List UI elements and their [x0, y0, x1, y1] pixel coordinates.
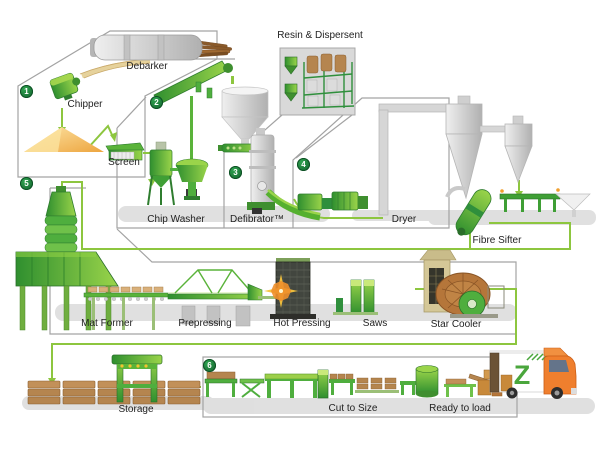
- chip-pile: [24, 127, 104, 152]
- hot-pressing-machine: [264, 258, 316, 319]
- resin-hoppers-icon: [284, 56, 298, 102]
- label-star-cooler: Star Cooler: [430, 319, 482, 330]
- label-chip-washer: Chip Washer: [147, 214, 205, 225]
- label-ready-to-load: Ready to load: [429, 403, 491, 414]
- step-badge-3: 3: [229, 166, 242, 179]
- label-fibre-sifter: Fibre Sifter: [472, 235, 522, 246]
- label-screen: Screen: [108, 157, 140, 168]
- blending-machine: [331, 191, 368, 211]
- defibrator-machine: [218, 86, 334, 221]
- step-badge-6: 6: [203, 359, 216, 372]
- label-debarker: Debarker: [126, 61, 168, 72]
- storage-stacks: [27, 354, 201, 405]
- saws-machine: [333, 279, 378, 315]
- chip-washer-machine: [147, 141, 209, 206]
- cut-to-size-equipment: [204, 369, 416, 399]
- label-mat-former: Mat Former: [81, 318, 133, 329]
- mat-former-machine: [15, 186, 173, 331]
- step-badge-2: 2: [150, 96, 163, 109]
- dryer-cyclones: [378, 95, 533, 216]
- label-defibrator: Defibrator™: [230, 214, 284, 225]
- screen-machine: [105, 142, 145, 161]
- label-dryer: Dryer: [391, 214, 417, 225]
- step-badge-4: 4: [297, 158, 310, 171]
- label-storage: Storage: [118, 404, 154, 415]
- star-cooler-machine: [419, 249, 505, 318]
- resin-rack-icon: [301, 53, 355, 109]
- loading-area: [415, 365, 503, 398]
- debarker-machine: [79, 34, 232, 79]
- resin-dispersent-box: [279, 47, 356, 116]
- chipper-machine: [49, 72, 81, 101]
- label-chipper: Chipper: [67, 99, 103, 110]
- label-hot-pressing: Hot Pressing: [273, 318, 331, 329]
- fibre-sifter-machine: [445, 186, 591, 236]
- label-prepressing: Prepressing: [178, 318, 232, 329]
- label-resin-dispersent: Resin & Dispersent: [277, 30, 363, 41]
- gantry-crane: [111, 354, 163, 403]
- step-badge-1: 1: [20, 85, 33, 98]
- truck-logo: Z: [514, 360, 531, 390]
- step-badge-5: 5: [20, 177, 33, 190]
- label-saws: Saws: [362, 318, 388, 329]
- delivery-truck: Z: [489, 347, 577, 399]
- label-cut-to-size: Cut to Size: [328, 403, 378, 414]
- prepressing-machine: [167, 269, 288, 327]
